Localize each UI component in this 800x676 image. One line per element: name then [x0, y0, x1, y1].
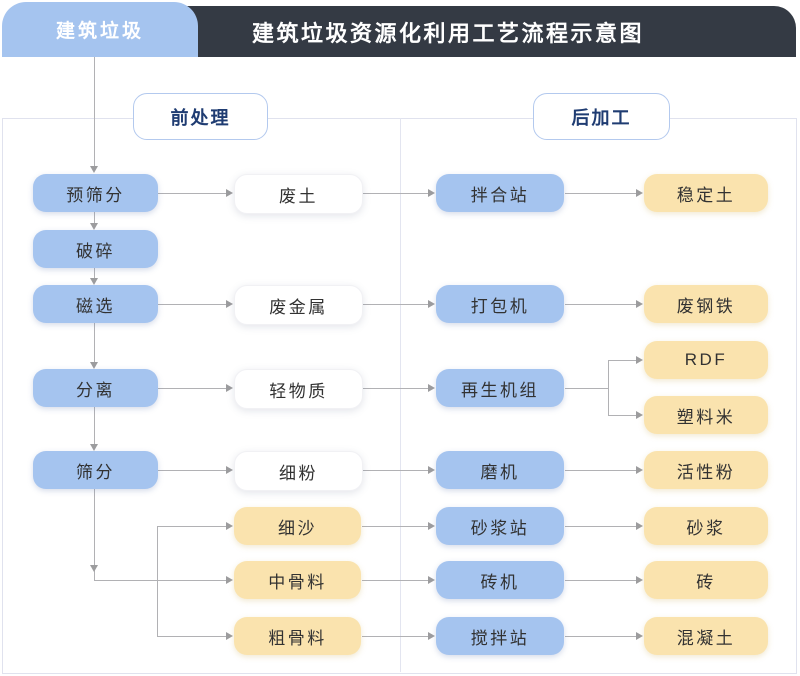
connector-line [362, 636, 428, 637]
connector-line [158, 470, 226, 471]
connector-line [94, 323, 95, 362]
arrow-down-icon [90, 278, 98, 285]
page-title: 建筑垃圾资源化利用工艺流程示意图 [251, 20, 644, 46]
node-light-material: 轻物质 [234, 369, 363, 409]
source-tab: 建筑垃圾 [2, 2, 198, 57]
arrow-right-icon [636, 189, 643, 197]
arrow-right-icon [428, 466, 435, 474]
node-medium-aggregate: 中骨料 [234, 561, 361, 599]
arrow-right-icon [226, 576, 233, 584]
node-brick: 砖 [644, 561, 768, 599]
arrow-right-icon [226, 466, 233, 474]
arrow-right-icon [636, 300, 643, 308]
node-magnetic-separation: 磁选 [33, 285, 158, 323]
section-divider [400, 118, 401, 672]
source-tab-label: 建筑垃圾 [55, 21, 144, 42]
node-regeneration-unit: 再生机组 [436, 369, 564, 407]
arrow-right-icon [226, 300, 233, 308]
arrow-right-icon [428, 300, 435, 308]
connector-line [157, 526, 158, 636]
connector-line [157, 636, 226, 637]
arrow-right-icon [428, 576, 435, 584]
node-mortar: 砂浆 [644, 507, 768, 545]
node-waste-metal: 废金属 [234, 285, 363, 325]
diagram-frame [2, 118, 797, 674]
node-plastic-pellets: 塑料米 [644, 396, 768, 434]
node-coarse-aggregate: 粗骨料 [234, 617, 361, 655]
arrow-right-icon [636, 466, 643, 474]
node-pre-screening: 预筛分 [33, 174, 158, 212]
arrow-right-icon [428, 384, 435, 392]
connector-line [158, 304, 226, 305]
connector-line [565, 304, 636, 305]
arrow-down-icon [90, 362, 98, 369]
node-mill: 磨机 [436, 451, 564, 489]
connector-line [362, 470, 428, 471]
arrow-right-icon [636, 576, 643, 584]
connector-line [362, 388, 428, 389]
connector-line [94, 57, 95, 166]
arrow-right-icon [636, 632, 643, 640]
node-fine-powder: 细粉 [234, 451, 363, 491]
node-scrap-steel: 废钢铁 [644, 285, 768, 323]
connector-line [565, 388, 608, 389]
node-fine-sand: 细沙 [234, 507, 361, 545]
node-active-powder: 活性粉 [644, 451, 768, 489]
arrow-right-icon [226, 522, 233, 530]
connector-line [565, 193, 636, 194]
connector-line [158, 388, 226, 389]
arrow-right-icon [428, 189, 435, 197]
arrow-down-icon [90, 166, 98, 173]
arrow-down-icon [90, 444, 98, 451]
arrow-right-icon [636, 411, 643, 419]
node-baler: 打包机 [436, 285, 564, 323]
arrow-right-icon [428, 632, 435, 640]
arrow-down-icon [90, 223, 98, 230]
arrow-right-icon [226, 632, 233, 640]
node-rdf: RDF [644, 341, 768, 379]
connector-line [362, 526, 428, 527]
node-brick-machine: 砖机 [436, 561, 564, 599]
node-concrete-plant: 搅拌站 [436, 617, 564, 655]
node-separation: 分离 [33, 369, 158, 407]
node-mixing-plant: 拌合站 [436, 174, 564, 212]
connector-line [158, 193, 226, 194]
connector-line [94, 407, 95, 444]
connector-line [362, 304, 428, 305]
connector-line [565, 470, 636, 471]
arrow-right-icon [226, 189, 233, 197]
connector-line [565, 526, 636, 527]
connector-line [608, 360, 609, 415]
connector-line [94, 268, 95, 278]
connector-line [362, 580, 428, 581]
section-badge-pre-processing: 前处理 [133, 93, 268, 140]
arrow-right-icon [636, 356, 643, 364]
node-screening: 筛分 [33, 451, 158, 489]
title-bar: 建筑垃圾资源化利用工艺流程示意图 [100, 6, 796, 57]
node-stabilized-soil: 稳定土 [644, 174, 768, 212]
node-mortar-plant: 砂浆站 [436, 507, 564, 545]
connector-line [565, 580, 636, 581]
section-badge-post-processing: 后加工 [533, 93, 670, 140]
connector-line [94, 489, 95, 580]
connector-line [94, 580, 226, 581]
connector-line [157, 526, 226, 527]
connector-line [94, 212, 95, 223]
connector-line [608, 360, 636, 361]
arrow-right-icon [428, 522, 435, 530]
arrow-right-icon [226, 384, 233, 392]
arrow-down-icon [90, 565, 98, 572]
node-waste-soil: 废土 [234, 174, 363, 214]
connector-line [608, 415, 636, 416]
arrow-right-icon [636, 522, 643, 530]
connector-line [565, 636, 636, 637]
node-concrete: 混凝土 [644, 617, 768, 655]
connector-line [362, 193, 428, 194]
node-crushing: 破碎 [33, 230, 158, 268]
